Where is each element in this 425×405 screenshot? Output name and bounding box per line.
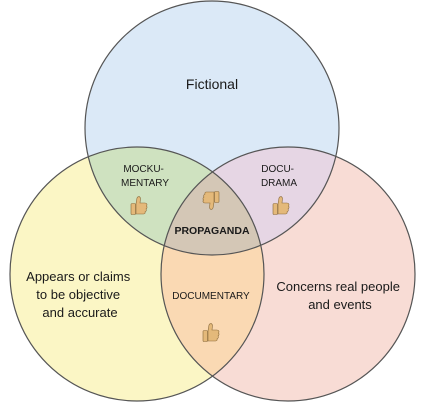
overlap-label-docudrama: DOCU- DRAMA	[261, 164, 297, 189]
overlap-label-mockumentary: MOCKU- MENTARY	[121, 164, 169, 189]
outline-objective	[9, 146, 265, 402]
set-label-objective: Appears or claims to be objective and ac…	[26, 269, 134, 320]
set-label-fictional: Fictional	[186, 76, 238, 92]
outline-real	[160, 146, 416, 402]
outline-fictional	[84, 0, 340, 256]
set-label-real: Concerns real people and events	[276, 279, 403, 312]
overlap-region-propaganda	[161, 147, 264, 255]
overlap-label-propaganda: PROPAGANDA	[174, 225, 249, 237]
overlap-label-documentary: DOCUMENTARY	[172, 291, 250, 302]
